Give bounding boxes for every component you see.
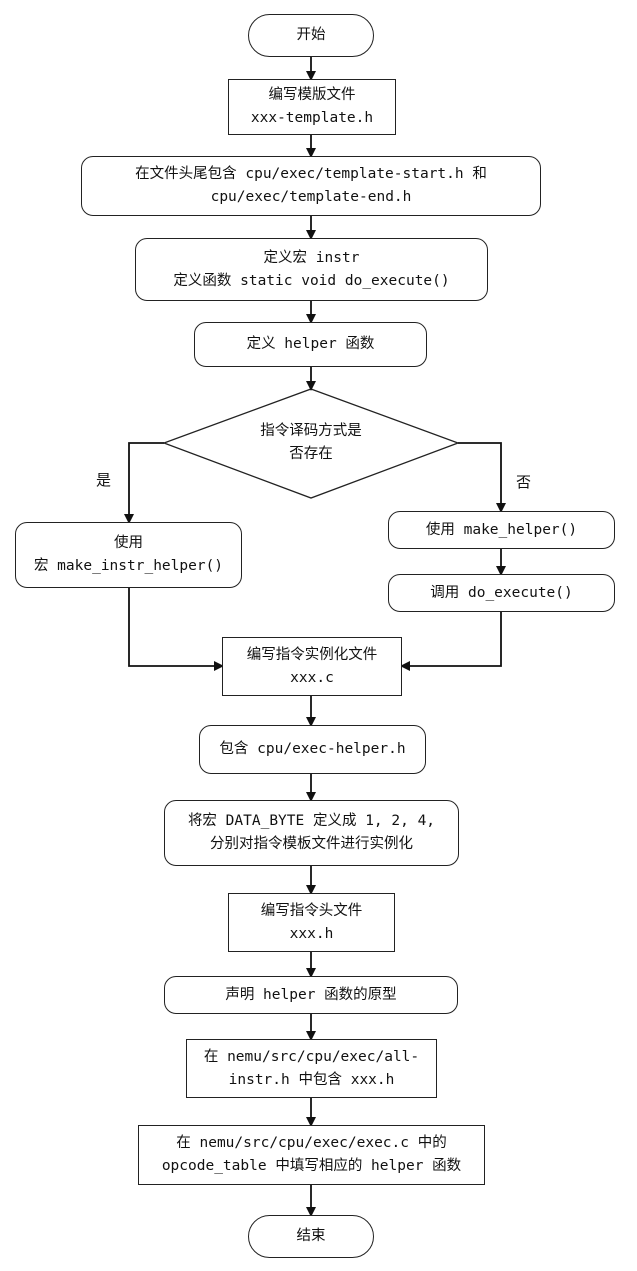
include-in-all-instr-step: 在 nemu/src/cpu/exec/all- instr.h 中包含 xxx… (186, 1039, 437, 1098)
step-line-1: 编写指令实例化文件 (246, 646, 378, 663)
step-line-1: 使用 (114, 535, 143, 551)
define-instr-step: 定义宏 instr 定义函数 static void do_execute() (135, 238, 488, 301)
step-line-1: 声明 helper 函数的原型 (225, 986, 397, 1003)
yes-label: 是 (96, 471, 112, 489)
step-line-1: 在 nemu/src/cpu/exec/exec.c 中的 (176, 1135, 447, 1151)
step-line-1: 包含 cpu/exec-helper.h (219, 741, 406, 757)
write-header-step: 编写指令头文件 xxx.h (228, 893, 395, 952)
step-line-1: 调用 do_execute() (430, 584, 573, 601)
step-line-2: opcode_table 中填写相应的 helper 函数 (161, 1158, 462, 1174)
include-exec-helper-step: 包含 cpu/exec-helper.h (199, 725, 426, 774)
step-line-2: instr.h 中包含 xxx.h (228, 1071, 395, 1088)
decision-diamond (162, 388, 460, 499)
arrow-yes-branch-to-instance (128, 588, 224, 671)
step-line-1: 在文件头尾包含 cpu/exec/template-start.h 和 (135, 166, 487, 182)
step-line-1: 编写模版文件 (268, 87, 356, 103)
step-line-2: 分别对指令模板文件进行实例化 (210, 836, 413, 852)
end-terminal: 结束 (248, 1215, 374, 1258)
write-instance-step: 编写指令实例化文件 xxx.c (222, 637, 402, 696)
decision-line-1: 指令译码方式是 (260, 423, 362, 439)
step-line-1: 定义宏 instr (263, 249, 360, 266)
step-line-1: 编写指令头文件 (260, 902, 363, 919)
declare-prototype-step: 声明 helper 函数的原型 (164, 976, 458, 1014)
fill-opcode-table-step: 在 nemu/src/cpu/exec/exec.c 中的 opcode_tab… (138, 1125, 485, 1185)
no-label: 否 (516, 473, 532, 491)
include-start-end-step: 在文件头尾包含 cpu/exec/template-start.h 和 cpu/… (81, 156, 541, 216)
step-line-2: 宏 make_instr_helper() (33, 558, 224, 574)
step-line-1: 使用 make_helper() (425, 521, 578, 538)
step-line-1: 定义 helper 函数 (246, 336, 375, 352)
step-line-1: 将宏 DATA_BYTE 定义成 1, 2, 4, (187, 813, 436, 829)
use-make-instr-helper-step: 使用 宏 make_instr_helper() (15, 522, 242, 588)
use-make-helper-step: 使用 make_helper() (388, 511, 615, 549)
step-line-2: xxx.h (289, 925, 334, 942)
decision-question: 指令译码方式是 否存在 (211, 420, 411, 466)
define-data-byte-step: 将宏 DATA_BYTE 定义成 1, 2, 4, 分别对指令模板文件进行实例化 (164, 800, 459, 866)
write-template-step: 编写模版文件 xxx-template.h (228, 79, 396, 135)
decision-line-2: 否存在 (289, 446, 333, 462)
arrow-decision-no (458, 442, 506, 513)
define-helper-step: 定义 helper 函数 (194, 322, 427, 367)
start-label: 开始 (296, 27, 326, 43)
start-terminal: 开始 (248, 14, 374, 57)
step-line-2: 定义函数 static void do_execute() (173, 272, 450, 289)
step-line-2: cpu/exec/template-end.h (210, 189, 412, 205)
arrow-decision-yes (124, 442, 164, 524)
step-line-2: xxx-template.h (250, 110, 374, 126)
step-line-2: xxx.c (290, 669, 334, 686)
end-label: 结束 (296, 1228, 326, 1244)
call-do-execute-step: 调用 do_execute() (388, 574, 615, 612)
step-line-1: 在 nemu/src/cpu/exec/all- (203, 1048, 420, 1065)
arrow-no-branch-to-instance (400, 612, 502, 671)
